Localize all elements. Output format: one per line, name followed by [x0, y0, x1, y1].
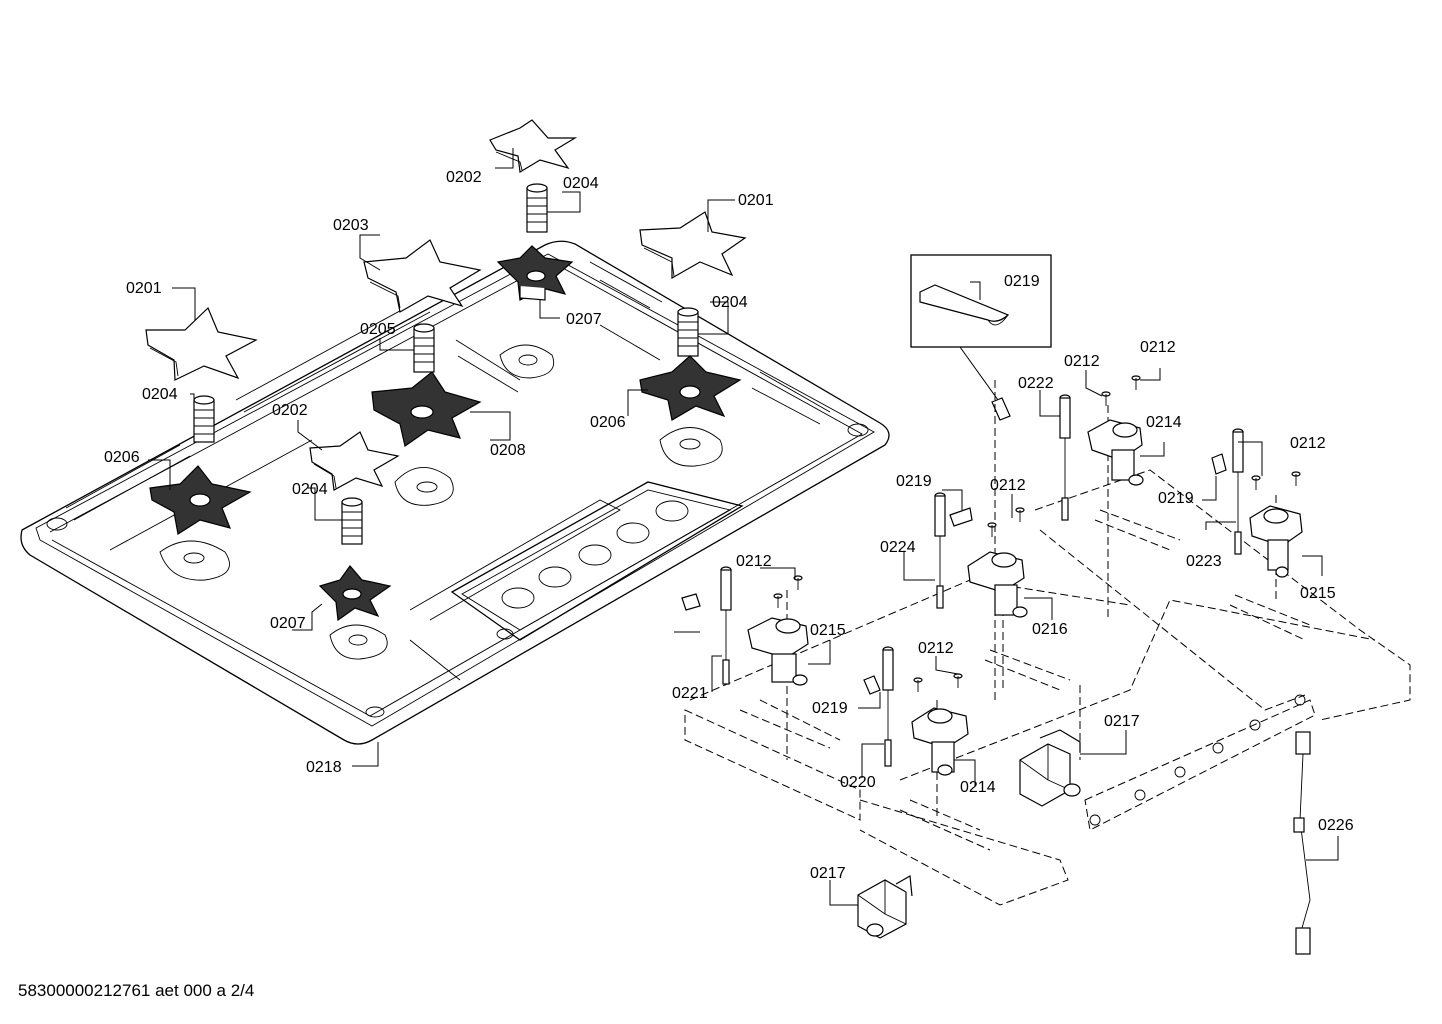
- label-0212: 0212: [1064, 353, 1100, 370]
- label-0223: 0223: [1186, 553, 1222, 570]
- label-0220: 0220: [840, 774, 876, 791]
- ignition-cable: [1293, 731, 1311, 955]
- label-0222: 0222: [1018, 375, 1054, 392]
- label-0212: 0212: [918, 640, 954, 657]
- label-0217: 0217: [810, 865, 846, 882]
- label-0212: 0212: [990, 477, 1026, 494]
- label-0204: 0204: [563, 175, 599, 192]
- label-0212: 0212: [736, 553, 772, 570]
- gas-valves: [747, 419, 1303, 776]
- label-0214: 0214: [1146, 414, 1182, 431]
- label-0219: 0219: [1004, 273, 1040, 290]
- thermocouples: [720, 394, 1244, 767]
- label-0208: 0208: [490, 442, 526, 459]
- label-0217: 0217: [1104, 713, 1140, 730]
- label-0207: 0207: [270, 615, 306, 632]
- callout-labels: 0202 0204 0201 0203 0207 0201 0205 0204 …: [104, 169, 1354, 882]
- solenoid-valves: [857, 729, 1081, 939]
- label-0201: 0201: [738, 192, 774, 209]
- label-0203: 0203: [333, 217, 369, 234]
- label-0204: 0204: [712, 294, 748, 311]
- label-0226: 0226: [1318, 817, 1354, 834]
- document-code: 58300000212761 aet 000 a 2/4: [18, 981, 255, 1000]
- label-0206: 0206: [590, 414, 626, 431]
- leader-lines: [148, 148, 1339, 906]
- label-0219: 0219: [896, 473, 932, 490]
- label-0216: 0216: [1032, 621, 1068, 638]
- label-0204: 0204: [142, 386, 178, 403]
- label-0207: 0207: [566, 311, 602, 328]
- label-0201: 0201: [126, 280, 162, 297]
- label-0204: 0204: [292, 481, 328, 498]
- label-0219: 0219: [812, 700, 848, 717]
- screws: [773, 375, 1301, 692]
- label-0221: 0221: [672, 685, 708, 702]
- label-0214: 0214: [960, 779, 996, 796]
- spring-clips: [681, 453, 1227, 695]
- detail-inset-box: [910, 254, 1052, 421]
- label-0215: 0215: [1300, 585, 1336, 602]
- label-0205: 0205: [360, 321, 396, 338]
- burner-base-ports: [159, 344, 723, 660]
- label-0224: 0224: [880, 539, 916, 556]
- label-0202: 0202: [272, 402, 308, 419]
- burner-crowns: [149, 245, 742, 622]
- burner-stems: [193, 183, 699, 545]
- label-0202: 0202: [446, 169, 482, 186]
- label-0215: 0215: [810, 622, 846, 639]
- star-burner-caps: [145, 119, 747, 491]
- label-0212: 0212: [1290, 435, 1326, 452]
- label-0212: 0212: [1140, 339, 1176, 356]
- label-0218: 0218: [306, 759, 342, 776]
- label-0219: 0219: [1158, 490, 1194, 507]
- label-0206: 0206: [104, 449, 140, 466]
- cooktop-tray: [20, 240, 890, 745]
